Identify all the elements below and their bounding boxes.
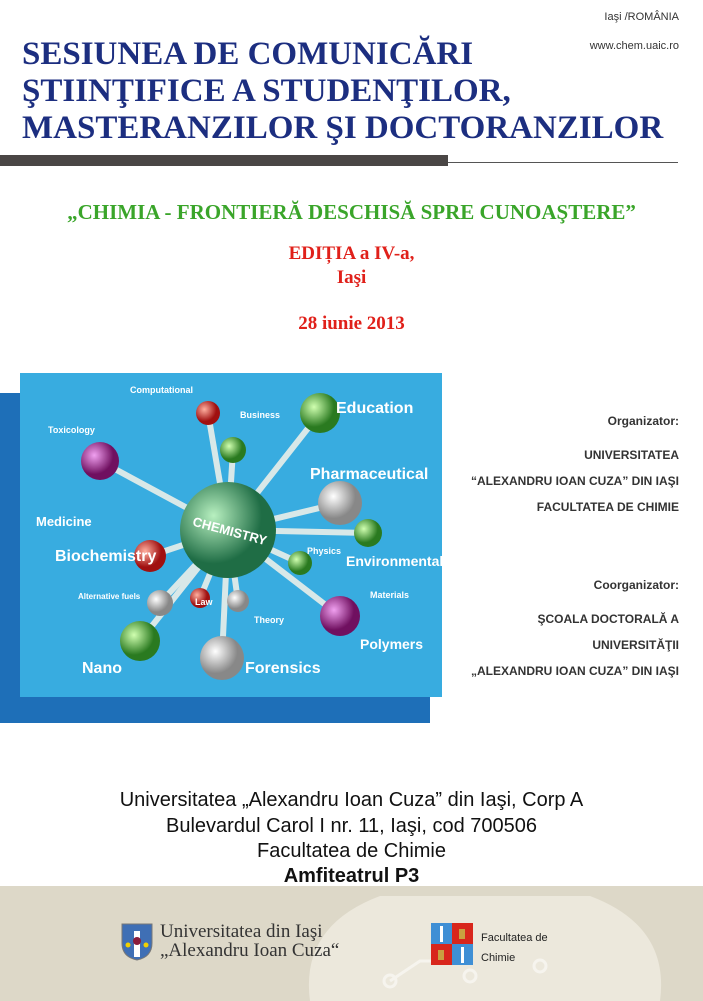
image-label: Toxicology: [48, 425, 95, 435]
address-line-4: Amfiteatrul P3: [283, 865, 420, 887]
city: Iaşi: [336, 267, 367, 288]
image-label: Alternative fuels: [78, 592, 141, 601]
image-label: Materials: [370, 590, 409, 600]
footer: Universitatea din Iaşi „Alexandru Ioan C…: [0, 886, 703, 1001]
image-label: Law: [195, 597, 214, 607]
organizer-block: Organizator: UNIVERSITATEA “ALEXANDRU IO…: [471, 408, 679, 520]
university-name: Universitatea din Iaşi „Alexandru Ioan C…: [160, 922, 339, 960]
subtitle: „CHIMIA - FRONTIERĂ DESCHISĂ SPRE CUNOAŞ…: [67, 200, 636, 224]
image-label: Pharmaceutical: [310, 466, 428, 483]
address-line-1: Universitatea „Alexandru Ioan Cuza” din …: [119, 789, 584, 811]
image-label: Theory: [254, 615, 284, 625]
date: 28 iunie 2013: [298, 313, 405, 334]
image-label: Polymers: [360, 636, 423, 652]
image-label: Physics: [307, 546, 341, 556]
faculty-name-line-2: Chimie: [481, 952, 516, 964]
organizer-label: Organizator:: [607, 414, 679, 428]
edition: EDIȚIA a IV-a,: [288, 243, 415, 264]
coorganizer-line: ŞCOALA DOCTORALĂ A: [537, 612, 679, 626]
organizer-line: FACULTATEA DE CHIMIE: [536, 500, 679, 514]
coorganizer-label: Coorganizator:: [593, 578, 679, 592]
coorganizer-line: „ALEXANDRU IOAN CUZA” DIN IAŞI: [470, 664, 679, 678]
organizer-line: UNIVERSITATEA: [584, 448, 679, 462]
image-label: Computational: [130, 385, 193, 395]
image-label: Education: [336, 400, 413, 417]
image-label: Medicine: [36, 514, 92, 529]
faculty-crest-icon: [431, 923, 473, 965]
coorganizer-block: Coorganizator: ŞCOALA DOCTORALĂ A UNIVER…: [471, 572, 679, 684]
university-name-line-1: Universitatea din Iaşi: [160, 921, 323, 942]
image-label: Nano: [82, 660, 122, 677]
image-label: Environmental: [346, 553, 442, 569]
title-rule: [448, 162, 678, 163]
title-line-1: SESIUNEA DE COMUNICĂRI: [22, 36, 474, 72]
title-bar: [0, 155, 448, 166]
university-crest-icon: [121, 923, 153, 961]
image-label: Business: [240, 410, 280, 420]
image-label: Biochemistry: [55, 548, 156, 565]
coorganizer-line: UNIVERSITĂŢII: [592, 638, 679, 652]
address-line-3: Facultatea de Chimie: [257, 840, 446, 862]
title-line-3: MASTERANZILOR ŞI DOCTORANZILOR: [22, 110, 664, 146]
location: Iaşi /ROMÂNIA: [604, 11, 679, 23]
faculty-name-line-1: Facultatea de: [481, 932, 548, 944]
chemistry-image: CHEMISTRY Computational Business Educati…: [20, 373, 442, 697]
organizer-line: “ALEXANDRU IOAN CUZA” DIN IAŞI: [470, 474, 679, 488]
title-line-2: ŞTIINŢIFICE A STUDENŢILOR,: [22, 73, 511, 109]
website-link[interactable]: www.chem.uaic.ro: [589, 40, 679, 52]
address-line-2: Bulevardul Carol I nr. 11, Iaşi, cod 700…: [166, 815, 537, 837]
image-label: Forensics: [245, 660, 321, 677]
university-name-line-2: „Alexandru Ioan Cuza“: [160, 940, 340, 961]
faculty-name: Facultatea de Chimie: [481, 928, 548, 968]
